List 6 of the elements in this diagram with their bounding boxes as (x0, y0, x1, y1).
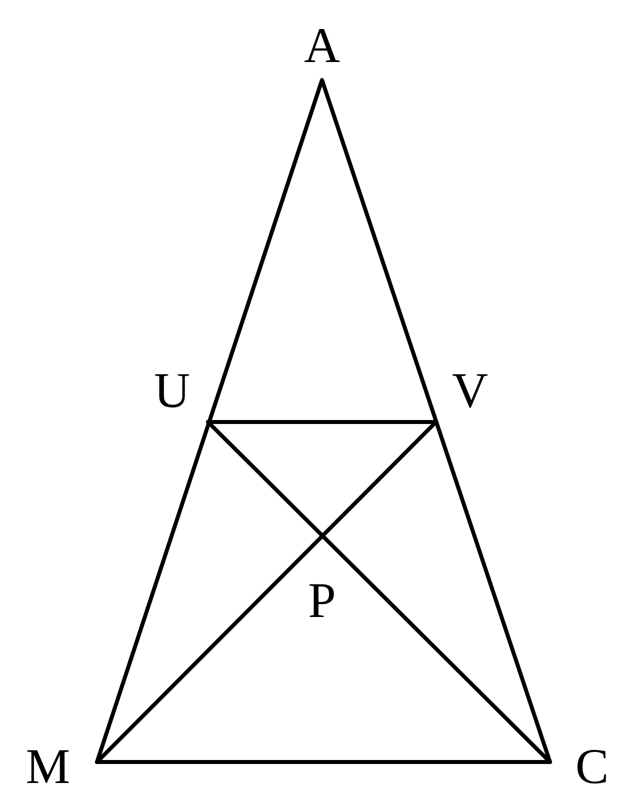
vertex-label: U (154, 365, 190, 415)
vertex-label: C (575, 741, 609, 791)
vertex-label: M (26, 741, 70, 791)
vertex-label: P (308, 575, 336, 625)
vertex-label: V (452, 365, 488, 415)
vertex-label: A (304, 20, 340, 70)
